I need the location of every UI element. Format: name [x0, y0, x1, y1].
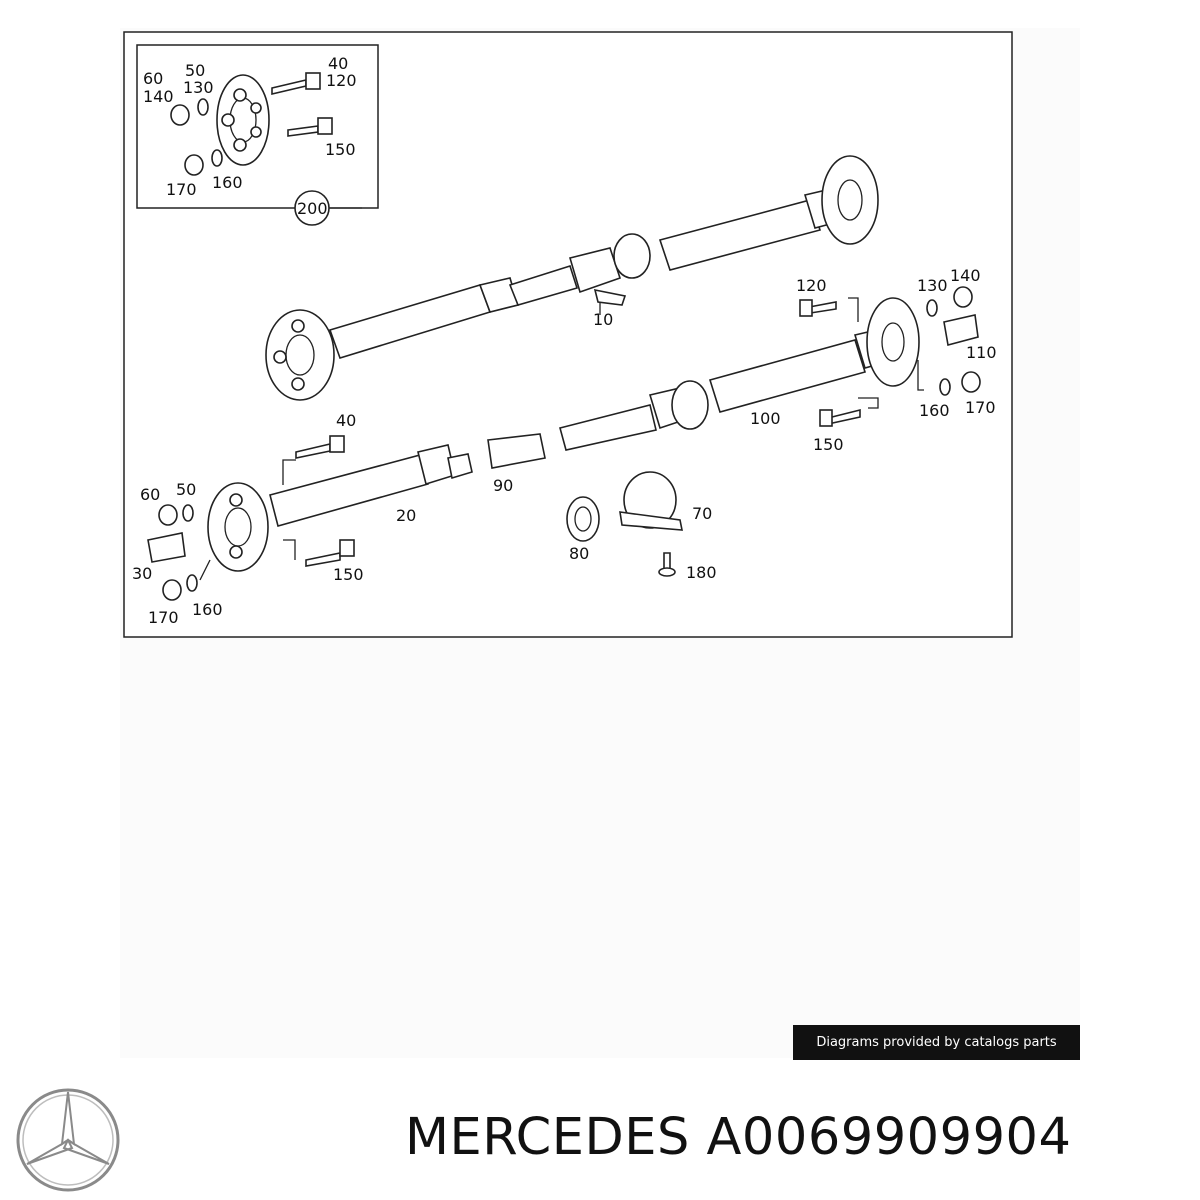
callout-130: 130: [917, 276, 948, 295]
callout-180: 180: [686, 563, 717, 582]
leader-lines: [199, 297, 924, 581]
callout-120: 120: [326, 71, 357, 90]
callout-150: 150: [813, 435, 844, 454]
callout-140: 140: [950, 266, 981, 285]
callout-170: 170: [965, 398, 996, 417]
brand-name: MERCEDES: [405, 1108, 690, 1167]
callout-40: 40: [328, 54, 348, 73]
callout-labels: 60 140 50 130 40 120 150 170 160 200 10 …: [132, 54, 997, 627]
callout-160: 160: [192, 600, 223, 619]
upper-driveshaft: [265, 155, 879, 401]
callout-30: 30: [132, 564, 152, 583]
callout-200: 200: [297, 199, 328, 218]
callout-70: 70: [692, 504, 712, 523]
driveshaft-exploded-diagram: 60 140 50 130 40 120 150 170 160 200 10 …: [123, 31, 1013, 638]
front-driveshaft-section: [147, 433, 683, 601]
callout-80: 80: [569, 544, 589, 563]
callout-60: 60: [143, 69, 163, 88]
part-number: A0069909904: [706, 1108, 1072, 1167]
callout-160: 160: [919, 401, 950, 420]
callout-160: 160: [212, 173, 243, 192]
callout-120: 120: [796, 276, 827, 295]
callout-150: 150: [333, 565, 364, 584]
callout-130: 130: [183, 78, 214, 97]
callout-20: 20: [396, 506, 416, 525]
callout-140: 140: [143, 87, 174, 106]
diagram-credit-banner: Diagrams provided by catalogs parts: [793, 1025, 1080, 1060]
callout-90: 90: [493, 476, 513, 495]
callout-150: 150: [325, 140, 356, 159]
callout-60: 60: [140, 485, 160, 504]
callout-50: 50: [185, 61, 205, 80]
callout-170: 170: [148, 608, 179, 627]
brand-part-number-line: MERCEDES A0069909904: [405, 1108, 1071, 1167]
rear-driveshaft-section: [559, 286, 981, 451]
callout-110: 110: [966, 343, 997, 362]
three-pointed-star-icon: [16, 1088, 120, 1192]
callout-50: 50: [176, 480, 196, 499]
callout-100: 100: [750, 409, 781, 428]
callout-170: 170: [166, 180, 197, 199]
callout-40: 40: [336, 411, 356, 430]
callout-10: 10: [593, 310, 613, 329]
inset-flex-disc-kit: [136, 44, 379, 226]
